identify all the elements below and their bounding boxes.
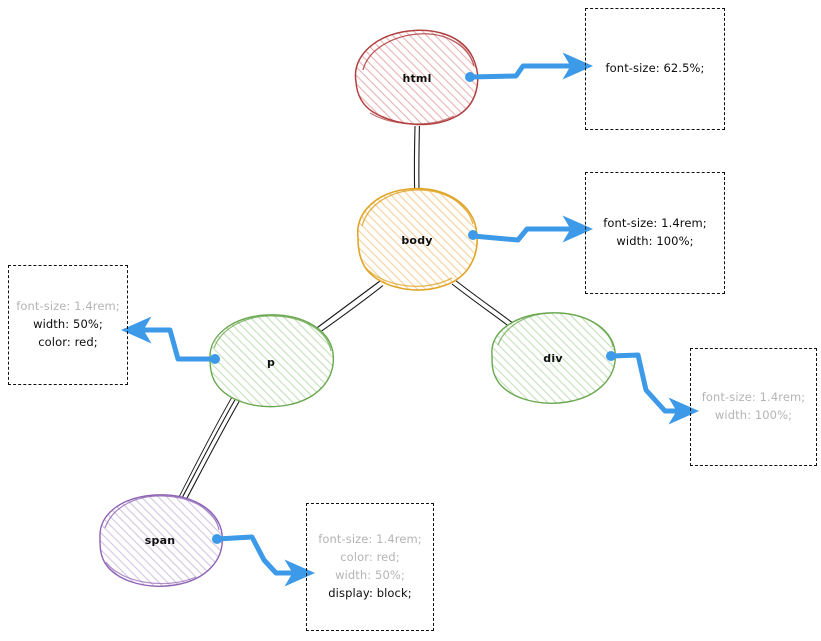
node-label-div: div xyxy=(543,352,563,365)
property-box-html: font-size: 62.5%; xyxy=(585,8,725,130)
property-list-body: font-size: 1.4rem; width: 100%; xyxy=(603,215,707,251)
property-line: font-size: 62.5%; xyxy=(605,61,705,76)
connector-p-span xyxy=(178,396,241,501)
node-label-body: body xyxy=(401,234,432,247)
property-line: width: 50%; xyxy=(33,317,103,332)
property-box-span: font-size: 1.4rem; color: red; width: 50%;… xyxy=(306,503,434,631)
arrow-p-to-props xyxy=(121,316,220,364)
property-line: color: red; xyxy=(38,334,98,349)
node-label-p: p xyxy=(267,356,275,369)
node-label-html: html xyxy=(402,72,431,85)
node-p[interactable]: p xyxy=(209,314,334,408)
property-line: width: 100%; xyxy=(714,408,793,422)
property-list-html: font-size: 62.5%; xyxy=(606,60,705,78)
property-box-div: font-size: 1.4rem; width: 100%; xyxy=(690,348,817,466)
property-list-p: font-size: 1.4rem; width: 50%; color: red; xyxy=(16,298,120,351)
property-box-p: font-size: 1.4rem; width: 50%; color: red; xyxy=(8,265,128,385)
property-line: font-size: 1.4rem; xyxy=(318,532,422,547)
node-label-span: span xyxy=(145,534,175,547)
node-div[interactable]: div xyxy=(491,312,616,404)
arrow-div-to-props xyxy=(606,351,699,425)
property-line: color: red; xyxy=(340,550,400,565)
property-line: width: 50%; xyxy=(335,568,405,582)
property-line: font-size: 1.4rem; xyxy=(701,390,806,405)
node-body[interactable]: body xyxy=(357,187,478,291)
arrow-body-to-props xyxy=(468,215,593,243)
property-box-body: font-size: 1.4rem; width: 100%; xyxy=(585,172,725,294)
property-list-div: font-size: 1.4rem; width: 100%; xyxy=(702,389,806,425)
connector-html-body xyxy=(413,125,420,191)
arrow-html-to-props xyxy=(465,52,593,82)
property-line: display: block; xyxy=(328,585,412,600)
property-line: width: 100%; xyxy=(616,234,694,248)
property-line: font-size: 1.4rem; xyxy=(16,299,120,314)
node-span[interactable]: span xyxy=(99,494,223,587)
property-line: font-size: 1.4rem; xyxy=(603,216,707,231)
connector-body-div xyxy=(451,279,519,332)
property-list-span: font-size: 1.4rem; color: red; width: 50%;… xyxy=(318,531,422,602)
arrow-span-to-props xyxy=(212,534,315,587)
node-html[interactable]: html xyxy=(354,29,479,126)
